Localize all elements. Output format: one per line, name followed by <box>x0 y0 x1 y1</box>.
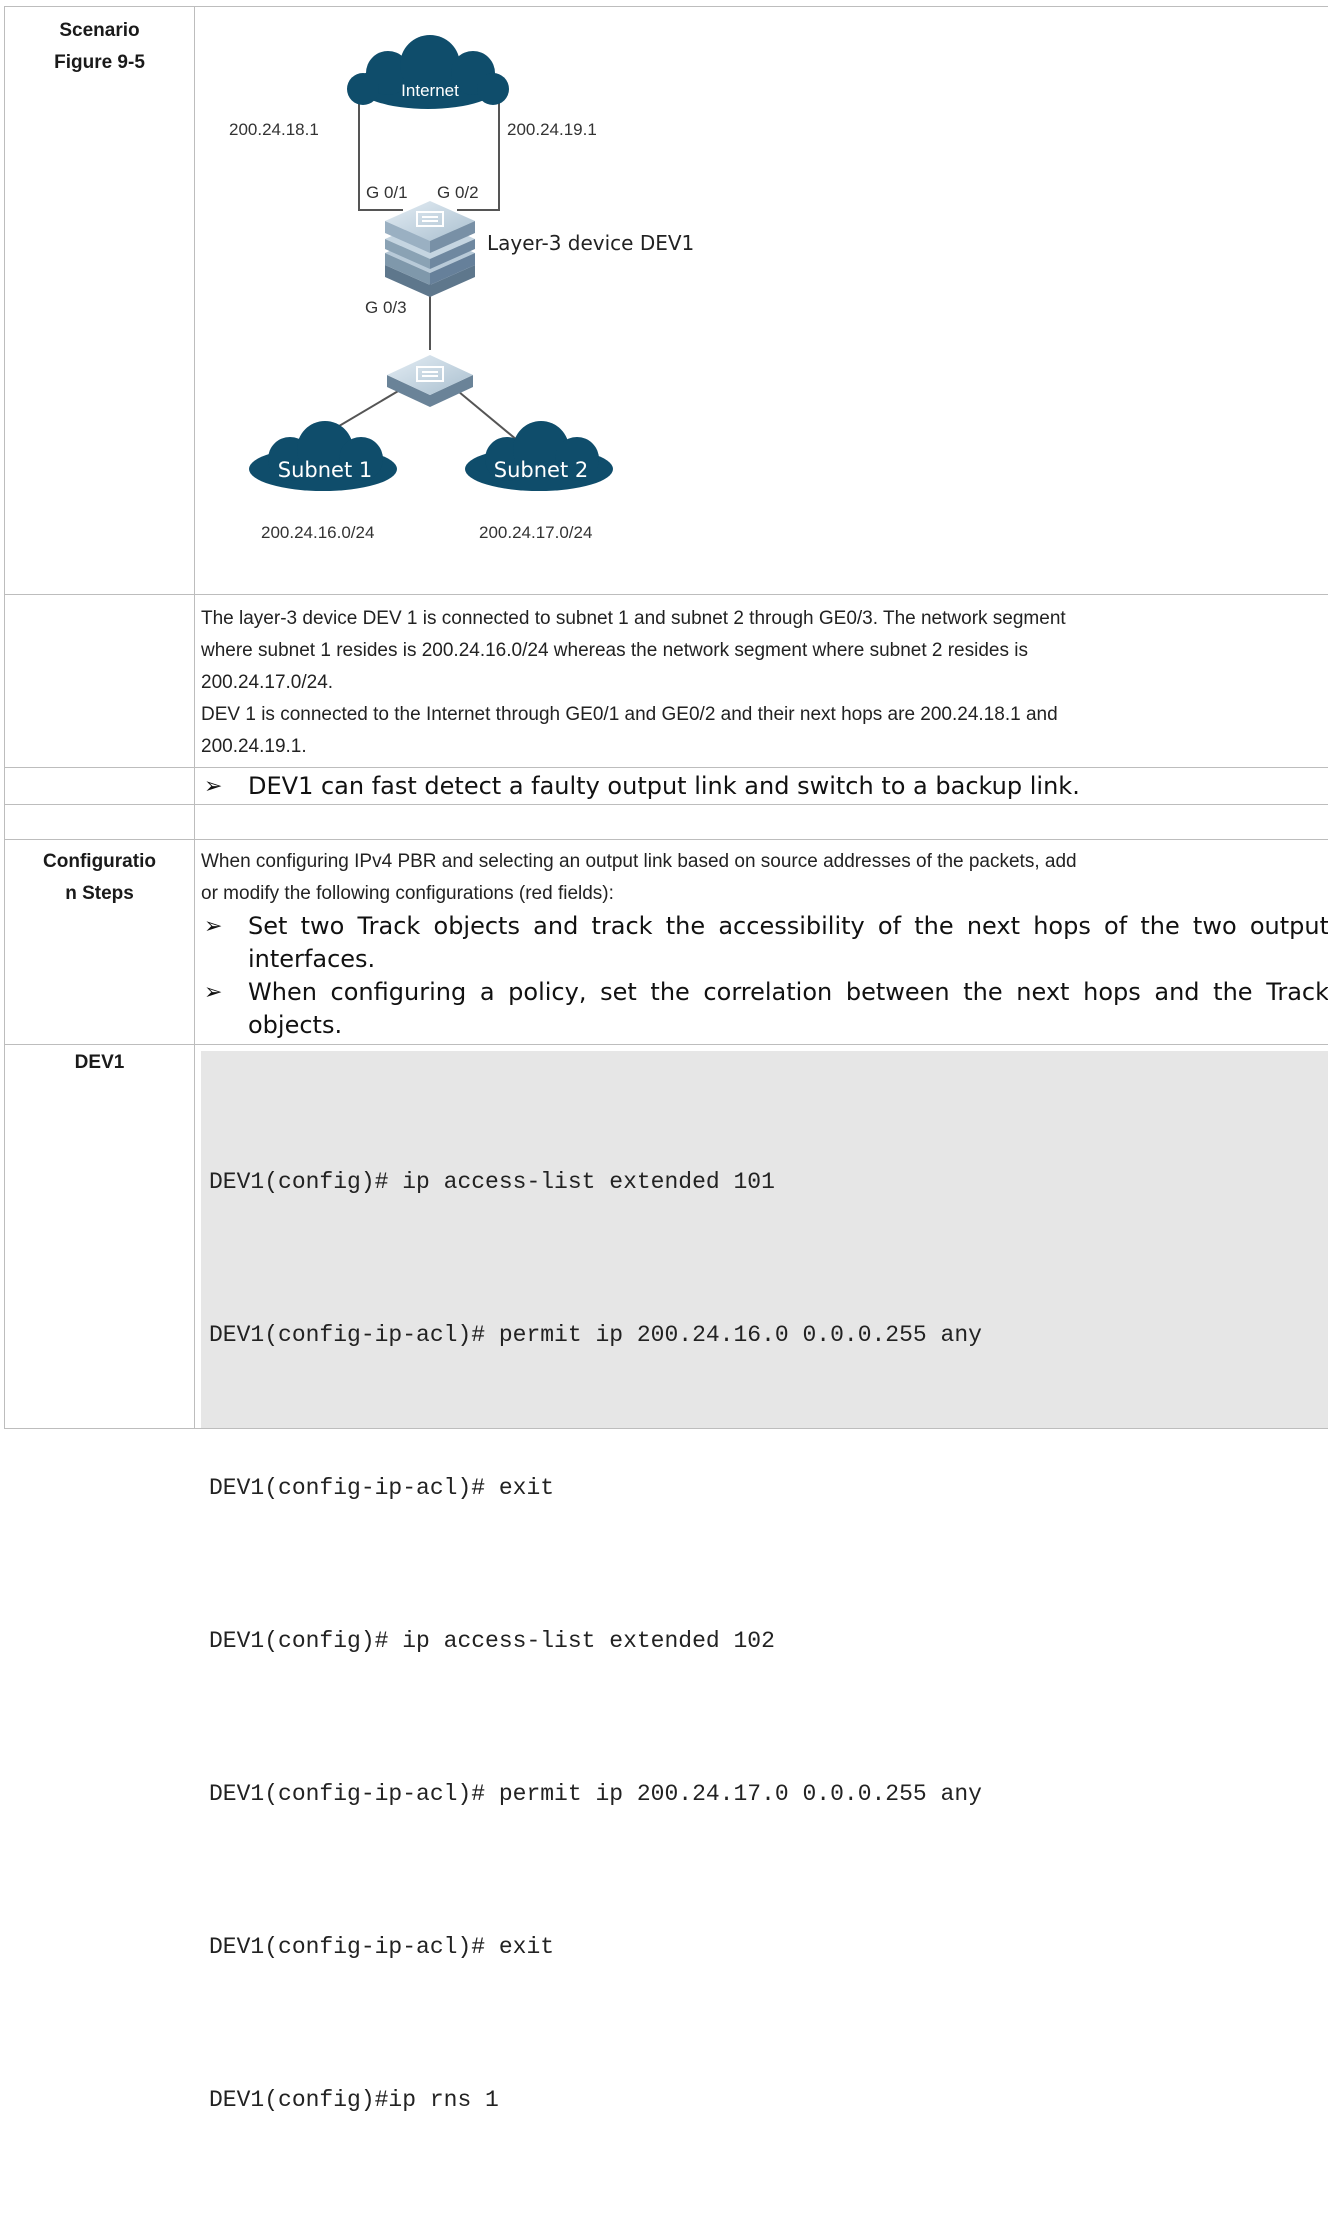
arrow-bullet-icon: ➢ <box>204 976 248 1009</box>
figure-label: Figure 9-5 <box>5 47 194 79</box>
empty-label-cell <box>5 805 195 840</box>
code-line: DEV1(config-ip-acl)# exit <box>209 1463 1328 1514</box>
port-g02-label: G 0/2 <box>437 183 479 202</box>
layer3-switch-icon <box>385 201 475 297</box>
dev1-label-cell: DEV1 <box>5 1045 195 1429</box>
device-label: Layer-3 device DEV1 <box>487 231 694 255</box>
config-steps-label-cell: Configuratio n Steps <box>5 840 195 1045</box>
description-line: The layer-3 device DEV 1 is connected to… <box>201 603 1328 635</box>
scenario-label-cell: Scenario Figure 9-5 <box>5 7 195 595</box>
requirement-label-cell <box>5 768 195 805</box>
description-cell: The layer-3 device DEV 1 is connected to… <box>195 595 1328 768</box>
description-line: DEV 1 is connected to the Internet throu… <box>201 699 1328 731</box>
internet-cloud-icon: Internet <box>347 35 509 109</box>
description-line: where subnet 1 resides is 200.24.16.0/24… <box>201 635 1328 667</box>
next-hop-right-label: 200.24.19.1 <box>507 120 597 139</box>
config-steps-row: Configuratio n Steps When configuring IP… <box>5 840 1328 1045</box>
code-line: DEV1(config)# ip access-list extended 10… <box>209 1157 1328 1208</box>
subnet2-network-label: 200.24.17.0/24 <box>479 523 592 542</box>
config-intro-line: or modify the following configurations (… <box>201 878 1328 910</box>
config-intro-line: When configuring IPv4 PBR and selecting … <box>201 846 1328 878</box>
description-label-cell <box>5 595 195 768</box>
description-line: 200.24.19.1. <box>201 731 1328 763</box>
subnet2-cloud-icon: Subnet 2 <box>465 421 613 491</box>
config-steps-label-cont: n Steps <box>5 878 194 910</box>
dev1-code-cell: DEV1(config)# ip access-list extended 10… <box>195 1045 1328 1429</box>
dev1-label: DEV1 <box>5 1045 194 1079</box>
requirement-row: ➢ DEV1 can fast detect a faulty output l… <box>5 768 1328 805</box>
network-diagram: Internet 200.24.18.1 200.24.19.1 G 0/1 G… <box>195 7 1328 594</box>
description-line: 200.24.17.0/24. <box>201 667 1328 699</box>
scenario-row: Scenario Figure 9-5 <box>5 7 1328 595</box>
config-steps-label: Configuratio <box>5 846 194 878</box>
access-switch-icon <box>387 355 473 407</box>
arrow-bullet-icon: ➢ <box>204 770 248 803</box>
code-line: DEV1(config-ip-acl)# exit <box>209 1922 1328 1973</box>
next-hop-left-label: 200.24.18.1 <box>229 120 319 139</box>
description-row: The layer-3 device DEV 1 is connected to… <box>5 595 1328 768</box>
code-line: DEV1(config-ip-acl)# permit ip 200.24.17… <box>209 1769 1328 1820</box>
requirement-cell: ➢ DEV1 can fast detect a faulty output l… <box>195 768 1328 805</box>
config-steps-cell: When configuring IPv4 PBR and selecting … <box>195 840 1328 1045</box>
empty-cell <box>195 805 1328 840</box>
requirement-text: DEV1 can fast detect a faulty output lin… <box>248 770 1328 803</box>
dev1-row: DEV1 DEV1(config)# ip access-list extend… <box>5 1045 1328 1429</box>
subnet1-label: Subnet 1 <box>278 458 372 482</box>
network-diagram-cell: Internet 200.24.18.1 200.24.19.1 G 0/1 G… <box>195 7 1328 595</box>
code-line: DEV1(config)# ip access-list extended 10… <box>209 1616 1328 1667</box>
subnet1-network-label: 200.24.16.0/24 <box>261 523 374 542</box>
internet-label: Internet <box>401 81 459 100</box>
link-subnet2 <box>453 387 523 445</box>
config-step-1: Set two Track objects and track the acce… <box>248 910 1328 976</box>
subnet1-cloud-icon: Subnet 1 <box>249 421 397 491</box>
port-g01-label: G 0/1 <box>366 183 408 202</box>
port-g03-label: G 0/3 <box>365 298 407 317</box>
code-line: DEV1(config)#ip rns 1 <box>209 2075 1328 2126</box>
code-line: DEV1(config-ip-acl)# permit ip 200.24.16… <box>209 1310 1328 1361</box>
empty-row <box>5 805 1328 840</box>
scenario-label: Scenario <box>5 15 194 47</box>
document-table: Scenario Figure 9-5 <box>4 6 1328 1429</box>
subnet2-label: Subnet 2 <box>494 458 588 482</box>
arrow-bullet-icon: ➢ <box>204 910 248 943</box>
code-block: DEV1(config)# ip access-list extended 10… <box>201 1051 1328 1428</box>
config-step-2: When configuring a policy, set the corre… <box>248 976 1328 1042</box>
